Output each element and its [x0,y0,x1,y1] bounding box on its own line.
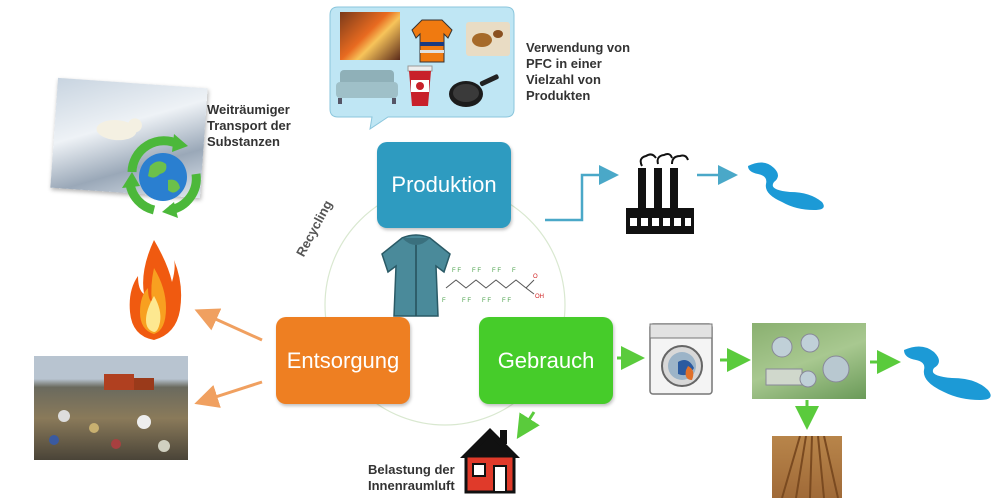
svg-text:O: O [533,274,538,280]
svg-text:F F: F F [502,298,511,304]
svg-text:F F: F F [462,298,471,304]
use-box: Gebrauch [479,317,613,404]
svg-text:F: F [512,268,516,274]
products-label: Verwendung von PFC in einer Vielzahl von… [526,40,631,103]
jacket-image [376,232,456,322]
frying-pan-image [446,72,502,110]
svg-text:F F: F F [482,298,491,304]
factory-icon [622,152,696,234]
washing-machine-icon [648,322,718,396]
svg-text:F: F [442,298,446,304]
svg-text:F F: F F [452,268,461,274]
stain-fabric-image [466,22,510,56]
sofa-image [334,66,400,106]
disposal-box: Entsorgung [276,317,410,404]
production-box: Produktion [377,142,511,228]
fire-icon [126,238,182,342]
svg-text:F F: F F [492,268,501,274]
use-label: Gebrauch [497,347,595,373]
firefighter-image [340,12,400,60]
treatment-plant-image [752,323,866,399]
coffee-cup-image [405,64,435,108]
globe-recycle-icon [118,132,208,222]
disposal-to-fire-arrow [194,308,263,342]
production-to-factory-arrow [545,165,619,222]
svg-text:F F: F F [472,268,481,274]
polar-bear-image [50,77,208,199]
river-icon-top [744,158,828,212]
safety-jacket-image [410,16,454,64]
production-label: Produktion [391,172,497,197]
use-to-house-arrow [516,411,540,440]
disposal-label: Entsorgung [286,347,400,373]
soil-field-image [772,436,842,498]
landfill-image [34,356,188,460]
svg-text:OH: OH [535,294,544,300]
indoor-air-label: Belastung der Innenraumluft [368,462,455,493]
pfoa-molecule: O OH F F F F F F F F F F F F F F [440,258,550,308]
disposal-to-landfill-arrow [194,380,263,408]
river-icon-bottom [900,342,996,402]
house-icon [458,426,522,494]
transport-label: Weiträumiger Transport der Substanzen [207,102,291,149]
